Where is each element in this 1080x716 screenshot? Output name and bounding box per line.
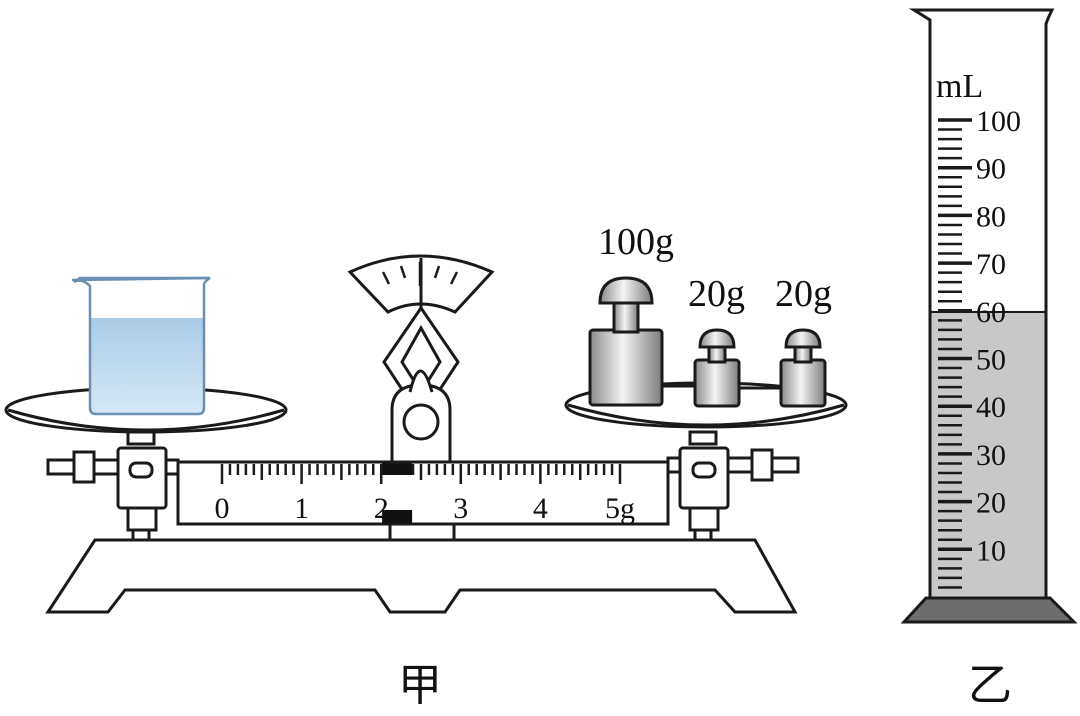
rider-top xyxy=(382,463,413,475)
cylinder-tick-label: 10 xyxy=(976,534,1006,567)
beam xyxy=(176,460,670,526)
cylinder-tick-label: 100 xyxy=(976,105,1021,138)
cylinder-tick-label: 60 xyxy=(976,296,1006,329)
left-pan-foot xyxy=(126,506,158,532)
balance-base xyxy=(45,538,798,614)
cylinder-tick-label: 80 xyxy=(976,200,1006,233)
beam-tick-label: 5g xyxy=(605,492,635,525)
weight-20g-b xyxy=(779,328,827,408)
rider-bottom xyxy=(382,510,413,524)
weight-100g xyxy=(588,276,664,407)
cylinder-tick-label: 90 xyxy=(976,153,1006,186)
left-pan-post xyxy=(126,430,156,446)
right-pan-post xyxy=(688,430,718,446)
rider-scale-ticks xyxy=(220,464,622,484)
weight-label-100g: 100g xyxy=(598,221,674,263)
pivot-hole xyxy=(402,403,440,441)
weight-label-20g-a: 20g xyxy=(688,273,745,315)
cylinder-unit: mL xyxy=(936,68,983,105)
cylinder-base xyxy=(900,596,1078,624)
beam-tick-label: 4 xyxy=(533,492,548,525)
cylinder-tick-label: 70 xyxy=(976,248,1006,281)
beam-tick-label: 1 xyxy=(294,492,309,525)
right-pan-foot xyxy=(688,506,720,532)
right-knob-nut xyxy=(750,448,774,482)
cylinder-tick-label: 50 xyxy=(976,344,1006,377)
beam-tick-label: 0 xyxy=(215,492,230,525)
cylinder-tick-label: 30 xyxy=(976,439,1006,472)
beam-center-block xyxy=(388,522,456,542)
weight-label-20g-b: 20g xyxy=(775,273,832,315)
cylinder-tick-label: 40 xyxy=(976,391,1006,424)
left-knob-nut xyxy=(72,450,96,484)
cylinder-scale-ticks xyxy=(938,118,972,589)
cylinder-scale-labels: 100 90 80 70 60 50 40 30 20 10 xyxy=(976,105,1021,567)
weight-20g-a xyxy=(693,328,741,408)
balance-caption: 甲 xyxy=(398,660,442,711)
cylinder-body xyxy=(908,8,1055,598)
cylinder-caption: 乙 xyxy=(968,660,1012,711)
beam-tick-label: 3 xyxy=(453,492,468,525)
beaker xyxy=(71,276,211,416)
cylinder-tick-label: 20 xyxy=(976,487,1006,520)
graduated-cylinder: 100 90 80 70 60 50 40 30 20 10 xyxy=(900,8,1078,624)
